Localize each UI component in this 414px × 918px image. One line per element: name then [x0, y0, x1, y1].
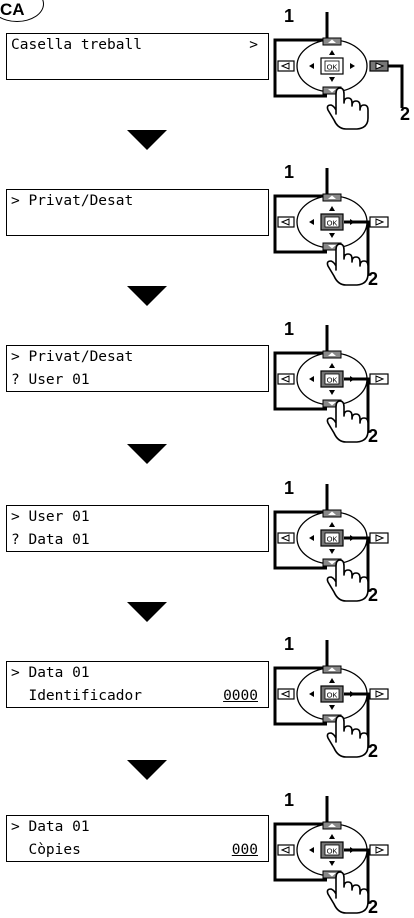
pointing-hand-icon — [326, 871, 369, 914]
lcd-line-1: > Data 01 — [11, 665, 90, 681]
ok-label: OK — [327, 219, 338, 228]
pointing-hand-icon — [326, 400, 369, 443]
pointing-hand-icon — [326, 715, 369, 758]
lcd-line-2: ? Data 01 — [11, 532, 90, 548]
pointing-hand-icon — [326, 243, 369, 286]
callout-number-2: 2 — [368, 426, 379, 446]
lcd-line-1: > User 01 — [11, 509, 90, 525]
callout-number-1: 1 — [284, 6, 295, 26]
control-panel-diagram: OK — [273, 796, 389, 914]
callout-number-1: 1 — [284, 162, 295, 182]
lcd-display: Casella treball > — [6, 33, 269, 80]
callout-number-2: 2 — [368, 897, 379, 917]
pointing-hand-icon — [326, 87, 369, 130]
ok-label: OK — [327, 63, 338, 72]
callout-number-2: 2 — [400, 104, 411, 124]
control-panel-diagram: OK — [273, 484, 389, 602]
next-step-arrow-icon — [127, 602, 167, 622]
lcd-line-2: Còpies — [11, 842, 81, 858]
callout-number-1: 1 — [284, 790, 295, 810]
lcd-display: > Data 01 Identificador 0000 — [6, 661, 269, 708]
control-panel-diagram: OK — [273, 12, 404, 130]
lcd-line-2-value: 000 — [231, 842, 258, 858]
lcd-display: > Privat/Desat — [6, 189, 269, 236]
lcd-line-2-value: 0000 — [223, 688, 258, 704]
control-panel-diagram: OK — [273, 325, 389, 443]
ok-label: OK — [327, 847, 338, 856]
callout-number-2: 2 — [368, 585, 379, 605]
next-step-arrow-icon — [127, 130, 167, 150]
lcd-line-1: Casella treball — [11, 37, 142, 53]
lcd-display: > Data 01 Còpies 000 — [6, 815, 269, 862]
lcd-line-1-indicator: > — [249, 37, 258, 53]
callout-number-1: 1 — [284, 634, 295, 654]
ok-label: OK — [327, 376, 338, 385]
lcd-line-2: ? User 01 — [11, 372, 90, 388]
callout-number-1: 1 — [284, 478, 295, 498]
lcd-line-1: > Data 01 — [11, 819, 90, 835]
next-step-arrow-icon — [127, 286, 167, 306]
lcd-line-1: > Privat/Desat — [11, 349, 134, 365]
callout-number-2: 2 — [368, 269, 379, 289]
control-panel-diagram: OK — [273, 640, 389, 758]
control-panel-diagram: OK — [273, 168, 389, 286]
next-step-arrow-icon — [127, 760, 167, 780]
lcd-line-2: Identificador — [11, 688, 142, 704]
next-step-arrow-icon — [127, 444, 167, 464]
lcd-line-1: > Privat/Desat — [11, 193, 134, 209]
language-badge: CA — [0, 0, 25, 19]
ok-label: OK — [327, 691, 338, 700]
lcd-display: > Privat/Desat ? User 01 — [6, 345, 269, 392]
lcd-display: > User 01 ? Data 01 — [6, 505, 269, 552]
callout-number-2: 2 — [368, 741, 379, 761]
ok-label: OK — [327, 535, 338, 544]
callout-number-1: 1 — [284, 319, 295, 339]
pointing-hand-icon — [326, 559, 369, 602]
